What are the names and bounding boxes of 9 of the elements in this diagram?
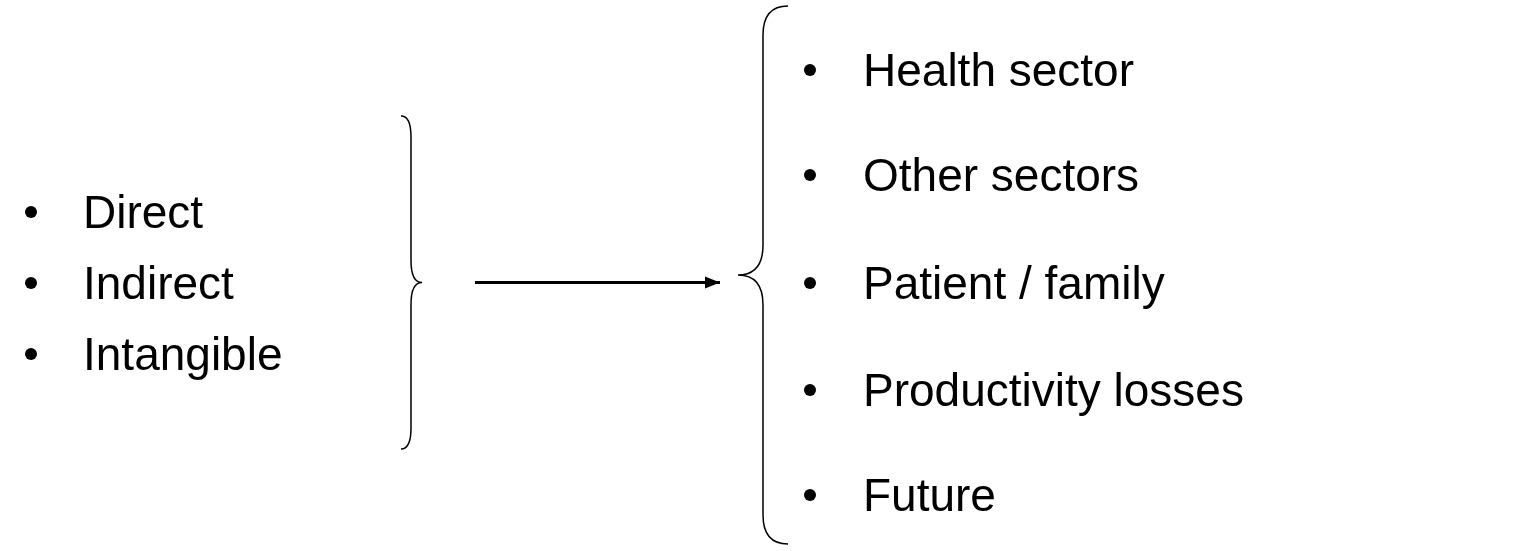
list-item: Productivity losses bbox=[863, 363, 1244, 418]
list-item: Intangible bbox=[83, 327, 283, 382]
list-item: Future bbox=[863, 468, 996, 523]
list-item: Indirect bbox=[83, 256, 234, 311]
list-item: Health sector bbox=[863, 43, 1134, 98]
list-item: Direct bbox=[83, 185, 204, 240]
arrow bbox=[475, 276, 720, 289]
list-item: Patient / family bbox=[863, 256, 1165, 311]
list-item: Other sectors bbox=[863, 148, 1140, 203]
